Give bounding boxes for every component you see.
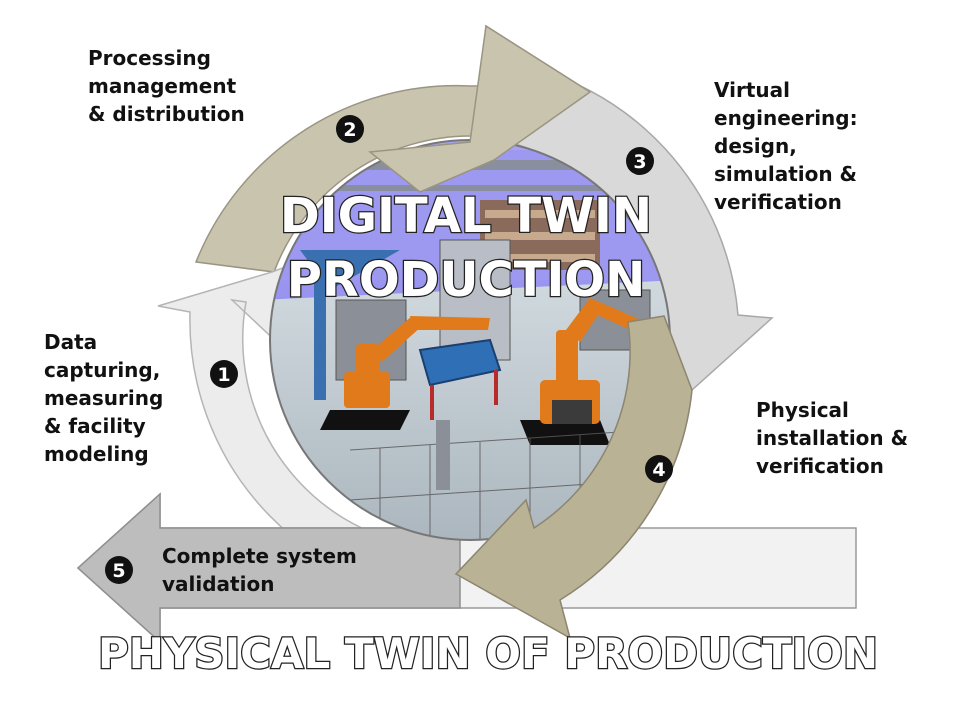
step-3-line: verification: [714, 190, 842, 214]
step-4-label: Physical installation & verification: [756, 396, 908, 480]
step-3-label: Virtual engineering: design, simulation …: [714, 76, 858, 216]
step-1-line: capturing,: [44, 358, 161, 382]
cycle-arrow-5-shade: [76, 492, 461, 644]
step-1-badge: 1: [210, 360, 238, 388]
step-2-label: Processing management & distribution: [88, 44, 245, 128]
step-4-line: Physical: [756, 398, 849, 422]
step-3-line: engineering:: [714, 106, 858, 130]
title-line-2: PRODUCTION: [287, 252, 646, 308]
step-1-line: measuring: [44, 386, 164, 410]
step-2-number: 2: [343, 119, 356, 141]
step-1-line: Data: [44, 330, 98, 354]
cycle-arrow-4: [454, 315, 693, 640]
step-2-line: management: [88, 74, 237, 98]
step-2-line: Processing: [88, 46, 211, 70]
step-3-badge: 3: [626, 147, 654, 175]
step-1-label: Data capturing, measuring & facility mod…: [44, 328, 163, 468]
step-3-line: simulation &: [714, 162, 857, 186]
step-5-line: validation: [162, 572, 275, 596]
step-3-line: Virtual: [714, 78, 790, 102]
step-1-line: & facility: [44, 414, 146, 438]
step-4-line: verification: [756, 454, 884, 478]
step-2-line: & distribution: [88, 102, 245, 126]
step-4-badge: 4: [645, 455, 673, 483]
step-3-number: 3: [633, 151, 646, 173]
step-5-number: 5: [112, 560, 125, 582]
cycle-arrow-2-head: [368, 24, 592, 193]
step-3-line: design,: [714, 134, 797, 158]
step-4-line: installation &: [756, 426, 909, 450]
step-2-badge: 2: [336, 115, 364, 143]
step-5-label: Complete system validation: [162, 542, 357, 598]
footer-title: PHYSICAL TWIN OF PRODUCTION: [98, 629, 878, 678]
step-5-badge: 5: [105, 556, 133, 584]
step-1-number: 1: [217, 364, 230, 386]
title-line-1: DIGITAL TWIN: [280, 188, 652, 244]
step-1-line: modeling: [44, 442, 149, 466]
step-5-line: Complete system: [162, 544, 357, 568]
step-4-number: 4: [652, 459, 665, 481]
